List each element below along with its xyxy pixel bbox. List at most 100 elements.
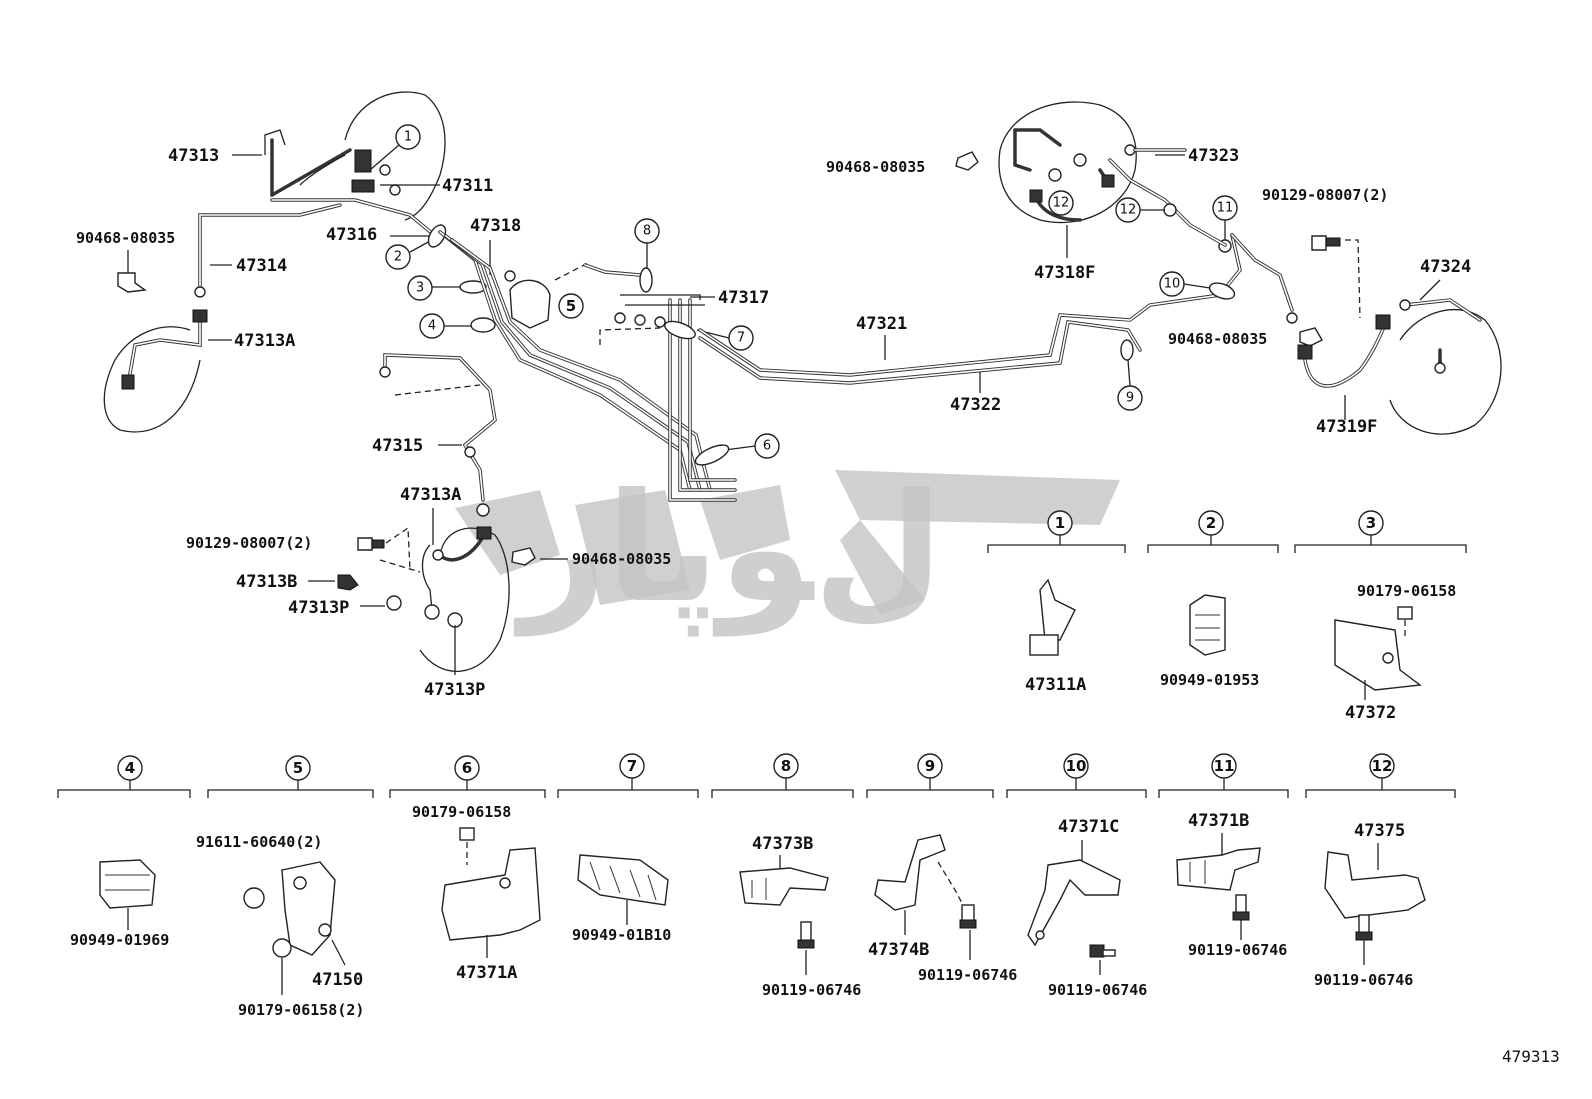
joint <box>464 446 476 458</box>
clamp-shape <box>1176 847 1261 891</box>
part-90119-06746-a: 90119-06746 <box>762 981 861 999</box>
rear-flex-hose <box>1297 314 1391 388</box>
callout-circle-2 <box>385 244 411 270</box>
joint <box>1163 203 1177 217</box>
clamp-3 <box>459 280 487 294</box>
bracket-clamp <box>441 847 541 941</box>
label-47318: 47318 <box>470 216 521 236</box>
union-nut <box>654 316 666 328</box>
union-nut <box>379 366 391 378</box>
front-right-brake-assembly <box>264 91 446 242</box>
proportioning-valve <box>509 279 551 329</box>
detail-panel-3: 3 90179-06158 47372 <box>1294 510 1467 723</box>
detail-panel-7: 7 90949-01B10 <box>557 753 699 944</box>
panel-number: 9 <box>925 757 935 775</box>
hose-fitting-2 <box>121 374 135 390</box>
rear-long-pipes <box>698 233 1242 385</box>
union-nut <box>432 549 444 561</box>
union-nut-2 <box>389 184 401 196</box>
rear-left-brake-assembly <box>1389 298 1502 435</box>
clamp-shape <box>739 867 829 906</box>
union-nut <box>1399 299 1411 311</box>
nut-icon <box>272 938 292 958</box>
part-47373B: 47373B <box>752 834 813 854</box>
clip-icon <box>117 272 147 293</box>
panel-number: 2 <box>1206 514 1216 532</box>
panel-number: 7 <box>627 757 637 775</box>
front-left-brake-assembly <box>103 309 208 433</box>
hose-fitting <box>1029 189 1043 203</box>
part-47374B: 47374B <box>868 940 929 960</box>
bolt-head <box>959 919 977 929</box>
callout-circle-3 <box>407 275 433 301</box>
callout-number: 3 <box>416 281 424 296</box>
port <box>293 876 307 890</box>
callout-number: 4 <box>428 319 436 334</box>
nut-icon <box>459 827 475 841</box>
union-nut <box>504 270 516 282</box>
brake-valve-fitting <box>354 149 372 173</box>
clamp-10 <box>1208 282 1236 300</box>
callout-number: 10 <box>1164 277 1181 292</box>
brake-valve-body <box>351 179 375 193</box>
part-90179-06158-b: 90179-06158 <box>412 803 511 821</box>
bolt-shank <box>371 539 385 549</box>
label-90468-08035-a: 90468-08035 <box>76 229 175 247</box>
hose-fitting <box>1297 344 1313 360</box>
panel-number: 10 <box>1066 757 1087 775</box>
label-47318F: 47318F <box>1034 263 1095 283</box>
callout-number: 6 <box>763 439 771 454</box>
clip-shape <box>99 859 156 909</box>
part-90949-01969: 90949-01969 <box>70 931 169 949</box>
detail-panel-6: 6 90179-06158 47371A <box>389 755 546 983</box>
detail-panel-1: 1 47311A <box>987 510 1126 695</box>
label-47313: 47313 <box>168 146 219 166</box>
label-90129-08007-a: 90129-08007(2) <box>186 534 312 552</box>
callout-number: 11 <box>1217 201 1234 216</box>
part-47150: 47150 <box>312 970 363 990</box>
label-47321: 47321 <box>856 314 907 334</box>
part-47311A: 47311A <box>1025 675 1086 695</box>
bolt-icon <box>243 887 265 909</box>
detail-panel-8: 8 47373B 90119-06746 <box>711 753 861 999</box>
part-90949-01B10: 90949-01B10 <box>572 926 671 944</box>
bleeder-plug <box>447 612 463 628</box>
label-47313A-top: 47313A <box>234 331 295 351</box>
panel-number: 8 <box>781 757 791 775</box>
part-90179-06158-2: 90179-06158(2) <box>238 1001 364 1019</box>
union-nut <box>379 164 391 176</box>
bolt-icon <box>1235 894 1247 914</box>
part-90119-06746-c: 90119-06746 <box>1048 981 1147 999</box>
label-90468-08035-d: 90468-08035 <box>1168 330 1267 348</box>
label-47316: 47316 <box>326 225 377 245</box>
clip-shape <box>577 854 669 906</box>
bolt-head <box>797 939 815 949</box>
part-91611-60640: 91611-60640(2) <box>196 833 322 851</box>
detail-panel-5: 5 91611-60640(2) 47150 90179-06158(2) <box>196 755 374 1019</box>
clamp-7 <box>664 320 696 340</box>
union-nut <box>1286 312 1298 324</box>
label-47323: 47323 <box>1188 146 1239 166</box>
bracket-shape <box>1039 578 1076 641</box>
panel-number: 5 <box>293 759 303 777</box>
callout-circle-12a <box>1048 190 1074 216</box>
panel-number: 3 <box>1366 514 1376 532</box>
hose-fitting-2 <box>1375 314 1391 330</box>
panel-number: 12 <box>1372 757 1393 775</box>
bolt-icon <box>1358 914 1370 934</box>
joint <box>1073 153 1087 167</box>
label-47311: 47311 <box>442 176 493 196</box>
label-47319F: 47319F <box>1316 417 1377 437</box>
detail-panel-12: 12 47375 90119-06746 <box>1305 753 1456 989</box>
callout-number: 2 <box>394 250 402 265</box>
valve-body <box>1029 634 1059 656</box>
union-nut <box>194 286 206 298</box>
bolt-head <box>1232 911 1250 921</box>
drawing-id: 479313 <box>1502 1047 1560 1066</box>
label-47315: 47315 <box>372 436 423 456</box>
cap-icon <box>386 595 402 611</box>
part-47372: 47372 <box>1345 703 1396 723</box>
proportioning-valve <box>281 861 336 956</box>
bracket-clamp <box>1027 859 1121 947</box>
part-90949-01953: 90949-01953 <box>1160 671 1259 689</box>
